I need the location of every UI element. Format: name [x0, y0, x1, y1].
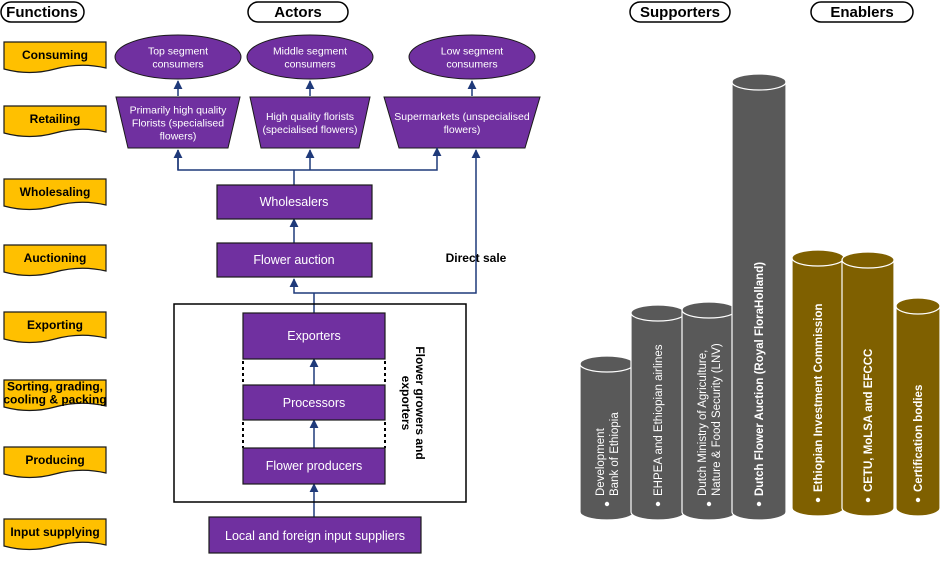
label-line: Middle segment	[273, 46, 347, 58]
label-line: Low segment	[441, 46, 504, 58]
input-suppliers-box: Local and foreign input suppliers	[208, 516, 422, 554]
svg-text:Wholesalers: Wholesalers	[260, 195, 329, 209]
flower-auction-box: Flower auction	[216, 242, 373, 278]
cylinder: Certification bodies	[895, 297, 941, 517]
label-line: consumers	[446, 59, 497, 71]
label-line: Input supplying	[10, 525, 99, 539]
cylinder-label: Dutch Ministry of Agriculture,	[697, 350, 709, 496]
label-line: consumers	[152, 59, 203, 71]
function-tag: Consuming	[3, 41, 107, 74]
processors-box: Processors	[242, 384, 386, 421]
bullet-dot	[865, 497, 871, 503]
svg-text:Supporters: Supporters	[640, 4, 720, 21]
label-line: High quality florists	[266, 111, 354, 123]
function-tag: Auctioning	[3, 244, 107, 277]
label-line: consumers	[284, 59, 335, 71]
flower-producers-box: Flower producers	[242, 447, 386, 485]
cylinder: Dutch Ministry of Agriculture,Nature & F…	[681, 301, 737, 521]
retailer-trapezoid: High quality florists(specialised flower…	[249, 96, 371, 149]
enablers-cylinders: Ethiopian Investment Commission CETU, MoL…	[791, 249, 941, 517]
growers-exporters-box	[173, 303, 467, 503]
function-tag: Producing	[3, 446, 107, 479]
cylinder-label: Dutch Flower Auction (Royal FloraHolland…	[754, 262, 766, 496]
function-tag: Sorting, grading,cooling & packing	[3, 379, 107, 412]
functions-header: Functions	[0, 1, 85, 23]
bullet-dot	[706, 501, 712, 507]
bullet-dot	[756, 501, 762, 507]
function-tag: Input supplying	[3, 518, 107, 551]
wholesalers-box: Wholesalers	[216, 184, 373, 220]
svg-text:Flower producers: Flower producers	[266, 459, 363, 473]
svg-text:Flower auction: Flower auction	[253, 253, 334, 267]
function-tag: Wholesaling	[3, 178, 107, 211]
enablers-header: Enablers	[810, 1, 914, 23]
growers-exporters-label: Flower growers and exporters	[399, 346, 427, 459]
cylinder: EHPEA and Ethiopian airlines	[630, 304, 686, 521]
svg-text:Local and foreign input suppli: Local and foreign input suppliers	[225, 529, 405, 543]
svg-text:Exporters: Exporters	[287, 329, 341, 343]
bullet-dot	[915, 497, 921, 503]
bullet-dot	[604, 501, 610, 507]
cylinder-label: Nature & Food Security (LNV)	[711, 343, 723, 496]
label-line: flowers)	[160, 131, 197, 143]
bullet-dot	[655, 501, 661, 507]
label-line: Florists (specialised	[132, 118, 224, 130]
label-line: Exporting	[27, 318, 83, 332]
label-line: Primarily high quality	[130, 105, 228, 117]
svg-text:exporters: exporters	[399, 376, 413, 431]
exporters-box: Exporters	[242, 312, 386, 360]
direct-sale-label: Direct sale	[446, 251, 507, 265]
label-line: flowers)	[444, 124, 481, 136]
label-line: cooling & packing	[3, 393, 106, 407]
actors-header: Actors	[247, 1, 349, 23]
svg-text:Functions: Functions	[6, 4, 78, 21]
dashed-connectors	[242, 361, 386, 448]
label-line: Retailing	[30, 112, 81, 126]
label-line: Sorting, grading,	[7, 380, 103, 394]
label-line: Wholesaling	[20, 185, 91, 199]
cylinder: Dutch Flower Auction (Royal FloraHolland…	[731, 73, 787, 521]
cylinder-label: Development	[595, 427, 607, 496]
bullet-dot	[815, 497, 821, 503]
cylinder-label: CETU, MoLSA and EFCCC	[863, 349, 875, 492]
cylinder-label: Bank of Ethiopia	[609, 412, 621, 496]
label-line: Producing	[25, 453, 84, 467]
cylinder-label: Ethiopian Investment Commission	[813, 304, 825, 493]
svg-text:Enablers: Enablers	[830, 4, 893, 21]
label-line: Top segment	[148, 46, 208, 58]
svg-text:Actors: Actors	[274, 4, 322, 21]
svg-text:Flower growers and: Flower growers and	[413, 346, 427, 459]
cylinder-label: EHPEA and Ethiopian airlines	[653, 344, 665, 496]
function-tag: Retailing	[3, 105, 107, 138]
label-line: Consuming	[22, 48, 88, 62]
cylinder-label: Certification bodies	[913, 385, 925, 492]
supporters-header: Supporters	[629, 1, 731, 23]
cylinder: Ethiopian Investment Commission	[791, 249, 845, 517]
label-line: Auctioning	[24, 251, 87, 265]
flow-arrows	[173, 80, 481, 517]
cylinder: CETU, MoLSA and EFCCC	[841, 251, 895, 517]
function-tag: Exporting	[3, 311, 107, 344]
svg-text:Processors: Processors	[283, 396, 346, 410]
label-line: (specialised flowers)	[262, 124, 357, 136]
label-line: Supermarkets (unspecialised	[394, 111, 530, 123]
functions-column: ConsumingRetailingWholesalingAuctioningE…	[3, 41, 107, 551]
